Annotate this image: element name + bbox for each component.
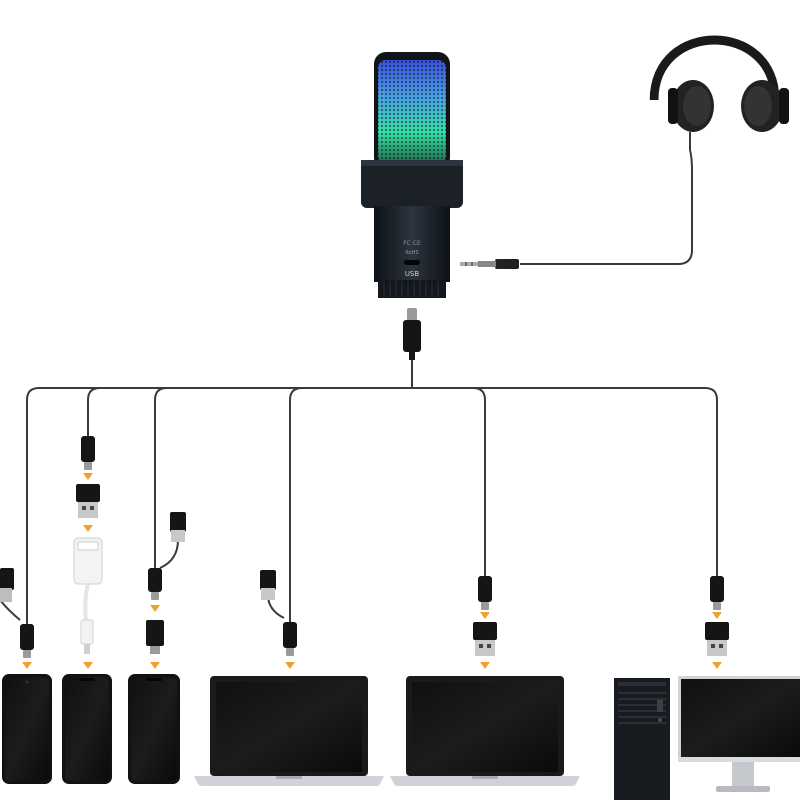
usb-c-to-a-adapter-icon	[76, 484, 100, 518]
microphone: FC CE RoHS USB	[361, 52, 463, 298]
arrow-icon	[22, 662, 32, 669]
pc-tower-icon	[614, 678, 670, 800]
iphone-icon	[128, 674, 180, 784]
arrow-icon	[712, 612, 722, 619]
usb-c-plug-icon	[81, 436, 95, 470]
usb-c-plug-icon	[148, 568, 162, 600]
mic-cert-marks: FC CE	[403, 240, 421, 247]
arrow-icon	[150, 662, 160, 669]
usb-c-to-a-adapter-icon	[473, 622, 497, 656]
aux-jack-icon	[460, 259, 519, 269]
usb-a-plug-icon	[170, 512, 186, 542]
usb-a-plug-icon	[0, 568, 14, 602]
headphone-cable	[520, 132, 693, 265]
usb-c-to-a-adapter-icon	[705, 622, 729, 656]
usb-c-plug-icon	[20, 624, 34, 658]
arrow-icon	[480, 662, 490, 669]
arrow-icon	[712, 662, 722, 669]
mic-usb-port	[404, 260, 420, 265]
usb-c-connector-icon	[403, 308, 421, 360]
usb-c-plug-icon	[710, 576, 724, 610]
monitor-icon	[678, 676, 800, 792]
arrow-icon	[83, 662, 93, 669]
lightning-otg-adapter-icon	[73, 537, 103, 654]
arrow-icon	[83, 525, 93, 532]
usb-c-adapter-icon	[146, 620, 164, 654]
mic-collar	[361, 160, 463, 208]
mic-base-ring	[378, 280, 446, 298]
arrow-icon	[480, 612, 490, 619]
usb-a-plug-icon	[260, 570, 276, 600]
arrow-icon	[150, 605, 160, 612]
mic-body	[374, 206, 450, 282]
usb-c-plug-icon	[283, 622, 297, 656]
laptop-icon	[194, 676, 384, 786]
arrow-icon	[83, 473, 93, 480]
headphones-icon	[649, 35, 789, 132]
cable-tree	[0, 360, 718, 625]
arrow-icon	[285, 662, 295, 669]
iphone-icon	[62, 674, 112, 784]
laptop-icon	[390, 676, 580, 786]
mic-usb-label: USB	[405, 270, 420, 278]
usb-c-plug-icon	[478, 576, 492, 610]
mic-rohs-mark: RoHS	[405, 250, 418, 256]
android-phone-icon	[2, 674, 52, 784]
